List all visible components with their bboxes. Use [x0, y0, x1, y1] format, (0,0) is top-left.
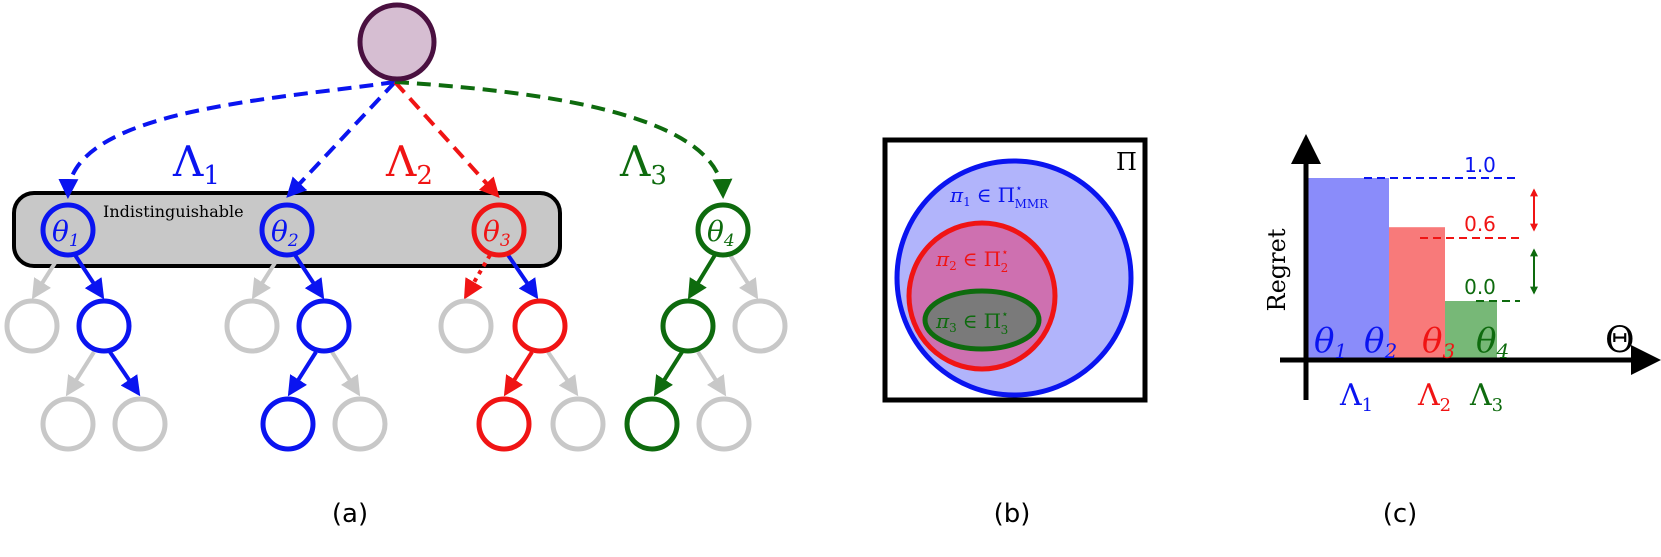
panel-c: 1.0 0.6 0.0 Regret Θ θ1 θ2 θ3 θ4 Λ1 Λ2	[1263, 134, 1661, 529]
bar-label-theta2: θ2	[1364, 321, 1397, 363]
edge-root-theta3	[393, 80, 500, 198]
svg-text:θ1: θ1	[52, 215, 80, 251]
panel-b: Π π1∈Π⋆MMR π2∈Π⋆2 π3∈Π⋆3 (b)	[882, 137, 1148, 529]
caption-c: (c)	[1383, 499, 1418, 529]
y-axis-label: Regret	[1263, 228, 1291, 311]
svg-text:θ4: θ4	[707, 215, 735, 251]
x-axis-label: Θ	[1605, 320, 1635, 361]
caption-a: (a)	[332, 499, 368, 529]
bar-label-theta1: θ1	[1314, 321, 1347, 363]
tree-edges	[31, 253, 759, 397]
value-label-06: 0.6	[1464, 212, 1496, 236]
group-label-lambda1: Λ1	[172, 137, 220, 191]
tree-nodes	[4, 298, 788, 452]
edge-root-theta4	[394, 80, 733, 199]
value-label-0: 0.0	[1464, 275, 1496, 299]
set-3	[922, 288, 1042, 352]
group-label-c-lambda3: Λ3	[1469, 378, 1503, 416]
edge-root-theta2	[286, 80, 397, 198]
mmr-set-label: π1∈Π⋆MMR	[949, 181, 1049, 211]
regret-bars	[1308, 178, 1497, 360]
svg-text:θ2: θ2	[271, 215, 299, 251]
group-label-c-lambda2: Λ2	[1417, 378, 1451, 416]
group-label-lambda3: Λ3	[619, 137, 667, 191]
group-label-lambda2: Λ2	[385, 137, 433, 191]
caption-b: (b)	[994, 499, 1031, 529]
group-label-c-lambda1: Λ1	[1339, 378, 1373, 416]
set-3-label: π3∈Π⋆3	[935, 307, 1009, 337]
theta-node-4: θ4	[695, 202, 751, 258]
bar-θ4	[1445, 301, 1497, 360]
theta-node-2: θ2	[259, 202, 315, 258]
theta-node-1: θ1	[40, 202, 96, 258]
bar-label-theta3: θ3	[1422, 321, 1455, 363]
edge-root-theta1	[58, 80, 396, 199]
bar-θ2	[1336, 178, 1389, 360]
theta-node-3: θ3	[471, 202, 527, 258]
value-label-1: 1.0	[1464, 153, 1496, 177]
policy-space-label: Π	[1116, 148, 1137, 176]
bar-θ3	[1389, 227, 1445, 360]
root-node	[357, 2, 437, 82]
panel-a: Indistinguishable Λ1 Λ2 Λ3	[4, 2, 788, 529]
bar-label-theta4: θ4	[1476, 321, 1509, 363]
set-2-label: π2∈Π⋆2	[935, 245, 1009, 275]
indistinguishable-label: Indistinguishable	[103, 202, 244, 221]
svg-text:θ3: θ3	[483, 215, 511, 251]
